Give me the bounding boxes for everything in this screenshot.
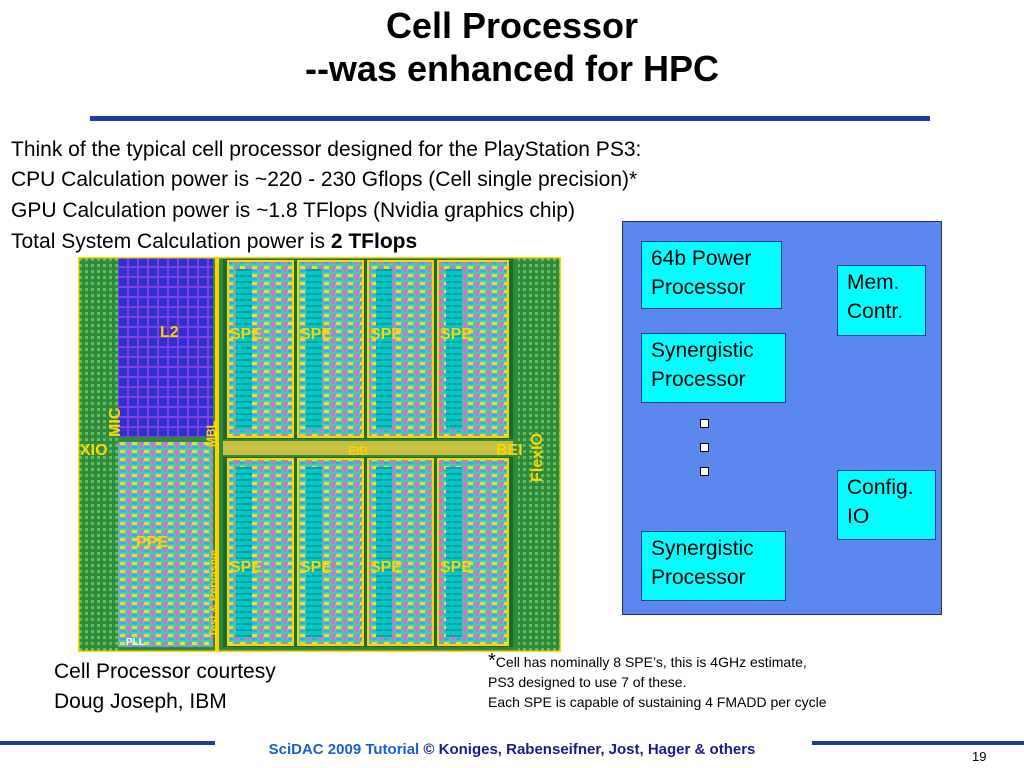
box-line: Contr. bbox=[847, 300, 904, 323]
synergistic-processor-box: Synergistic Processor bbox=[641, 531, 786, 601]
bullet-bold-value: 2 TFlops bbox=[330, 230, 418, 253]
bullet-line: CPU Calculation power is ~220 - 230 Gflo… bbox=[11, 168, 638, 191]
footnote-line: PS3 designed to use 7 of these. bbox=[488, 674, 687, 690]
die-label-ppe: PPE bbox=[136, 534, 169, 551]
power-processor-box: 64b Power Processor bbox=[641, 241, 782, 309]
die-label-spe: SPE bbox=[370, 559, 403, 576]
synergistic-processor-box: Synergistic Processor bbox=[641, 333, 786, 403]
footer-brand: SciDAC 2009 Tutorial bbox=[268, 741, 420, 758]
box-line: Processor bbox=[651, 368, 746, 391]
box-line: Synergistic bbox=[651, 537, 754, 560]
ellipsis-dot bbox=[700, 467, 709, 476]
bullet-line: GPU Calculation power is ~1.8 TFlops (Nv… bbox=[11, 199, 575, 222]
die-label-spe: SPE bbox=[440, 326, 473, 343]
box-line: Processor bbox=[651, 276, 746, 299]
caption-line: Cell Processor courtesy bbox=[54, 660, 276, 683]
die-graphic bbox=[78, 257, 561, 652]
die-label-spe: SPE bbox=[230, 559, 263, 576]
die-label-xio: XIO bbox=[80, 442, 108, 459]
die-label-spe: SPE bbox=[300, 326, 333, 343]
footer-text: SciDAC 2009 Tutorial © Koniges, Rabensei… bbox=[0, 741, 1024, 758]
slide-title-line1: Cell Processor bbox=[385, 5, 639, 46]
die-label-spe: SPE bbox=[440, 559, 473, 576]
die-label-pll: PLL bbox=[126, 637, 145, 648]
die-label-spe: SPE bbox=[300, 559, 333, 576]
footer-rule-right bbox=[812, 741, 1024, 745]
bullet-line: Think of the typical cell processor desi… bbox=[11, 138, 642, 161]
box-line: Config. bbox=[847, 476, 914, 499]
die-label-spe: SPE bbox=[370, 326, 403, 343]
die-label-eib: EIB bbox=[348, 444, 369, 458]
title-rule bbox=[90, 116, 930, 121]
footnote: *Cell has nominally 8 SPE’s, this is 4GH… bbox=[488, 651, 827, 712]
die-label-l2: L2 bbox=[160, 324, 179, 341]
box-line: Synergistic bbox=[651, 339, 754, 362]
box-line: Processor bbox=[651, 566, 746, 589]
footer-rule-left bbox=[0, 741, 215, 745]
die-label-mbl: MBL bbox=[204, 421, 218, 447]
mem-controller-box: Mem. Contr. bbox=[837, 265, 926, 336]
image-caption: Cell Processor courtesy Doug Joseph, IBM bbox=[54, 657, 276, 717]
footnote-line: *Cell has nominally 8 SPE’s, this is 4GH… bbox=[488, 651, 827, 672]
footnote-line: Each SPE is capable of sustaining 4 FMAD… bbox=[488, 694, 827, 710]
box-line: 64b Power bbox=[651, 247, 752, 270]
die-label-flexio: FlexIO bbox=[529, 433, 546, 482]
bullet-text: Total System Calculation power is bbox=[11, 230, 331, 253]
ellipsis-dot bbox=[700, 419, 709, 428]
caption-line: Doug Joseph, IBM bbox=[54, 690, 227, 713]
die-label-test: Test & Pervasive bbox=[208, 549, 220, 637]
config-io-box: Config. IO bbox=[837, 470, 936, 540]
die-label-spe: SPE bbox=[230, 326, 263, 343]
footnote-text: Cell has nominally 8 SPE’s, this is 4GHz… bbox=[495, 654, 807, 670]
footer-credits: © Koniges, Rabenseifner, Jost, Hager & o… bbox=[419, 741, 756, 758]
ellipsis-dot bbox=[700, 443, 709, 452]
bullet-line: Total System Calculation power is 2 TFlo… bbox=[11, 229, 417, 255]
page-number: 19 bbox=[972, 749, 987, 764]
die-label-bei: BEI bbox=[496, 442, 523, 459]
slide-title-line2: --was enhanced for HPC bbox=[304, 48, 720, 89]
footnote-star: * bbox=[488, 650, 496, 672]
die-label-mic: MIC bbox=[107, 407, 124, 437]
cell-die-image: L2 SPE SPE SPE SPE XIO MIC MBL EIB BEI F… bbox=[78, 257, 561, 652]
box-line: IO bbox=[847, 505, 870, 528]
box-line: Mem. bbox=[847, 271, 900, 294]
